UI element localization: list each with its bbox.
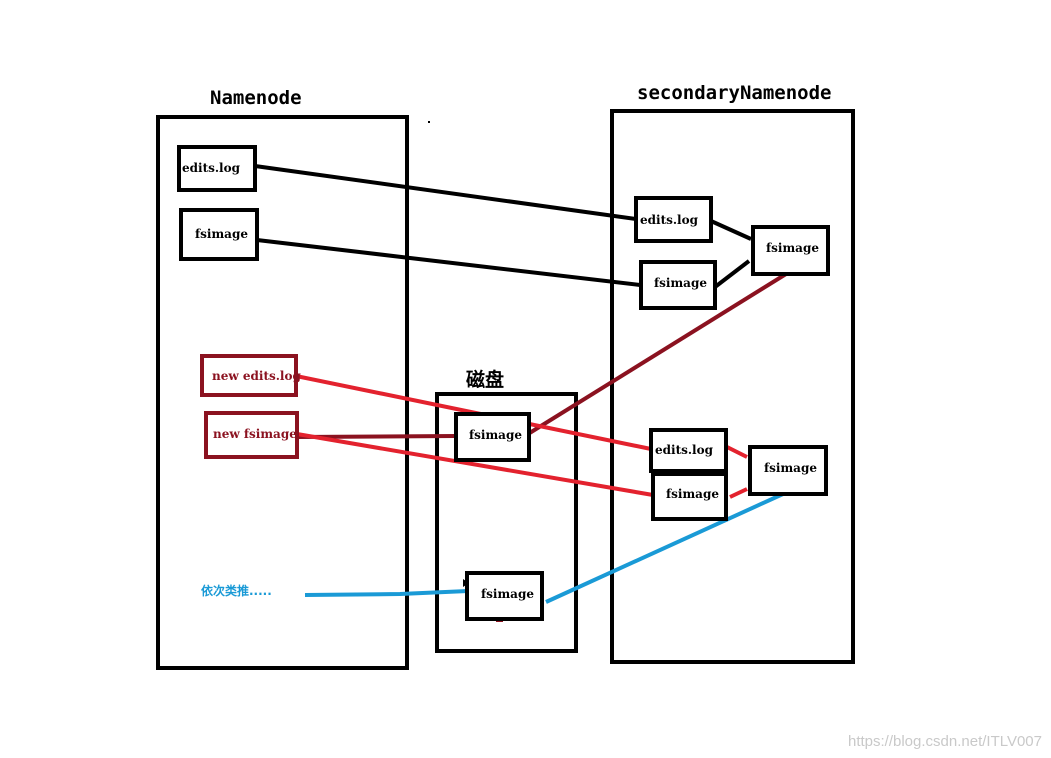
blue-connectors [304, 492, 784, 604]
secondary-merged-fsimage-top-box: fsimage [751, 225, 830, 276]
secondary-merged-fsimage-bottom-label: fsimage [764, 461, 817, 475]
secondary-edits-bottom-box: edits.log [649, 428, 728, 473]
namenode-new-edits-label: new edits.log [212, 369, 301, 383]
disk-fsimage-2-box: fsimage [465, 571, 544, 621]
namenode-new-edits-box: new edits.log [200, 354, 301, 397]
secondary-edits-top-box: edits.log [634, 196, 713, 243]
namenode-fsimage-label: fsimage [195, 227, 248, 241]
and-so-on-line [304, 589, 469, 597]
fsimage-to-secondary-line [256, 238, 641, 287]
namenode-edits-label: edits.log [182, 161, 241, 175]
namenode-edits-box: edits.log [177, 145, 257, 192]
edits-to-secondary-line [254, 164, 637, 221]
and-so-on-label: 依次类推..... [201, 583, 272, 598]
secondary-fsimage-top-label: fsimage [654, 276, 707, 290]
secondary-edits-bottom-label: edits.log [655, 443, 714, 457]
disk-fsimage-1-label: fsimage [469, 428, 522, 442]
edits2-merge-line [726, 445, 748, 459]
disk-fsimage-1-box: fsimage [454, 412, 531, 462]
secondary-fsimage-bottom-label: fsimage [666, 487, 719, 501]
stray-dot [428, 121, 430, 123]
disk-title: 磁盘 [466, 368, 504, 391]
new-fsimage-to-secondary-line [296, 432, 654, 497]
secondary-merged-fsimage-top-label: fsimage [766, 241, 819, 255]
merged-fsimage-to-disk-line [526, 272, 788, 436]
disk-fsimage-2-label: fsimage [481, 587, 534, 601]
secondary-edits-top-label: edits.log [640, 213, 699, 227]
edits-merge-line [710, 219, 752, 241]
namenode-container [156, 115, 409, 670]
namenode-title: Namenode [210, 87, 302, 109]
merged-fsimage2-to-disk-line [545, 492, 784, 604]
secondary-merged-fsimage-bottom-box: fsimage [748, 445, 828, 496]
secondary-fsimage-bottom-box: fsimage [651, 472, 728, 521]
disk-container [435, 392, 578, 653]
fsimage-merge-line [713, 259, 751, 289]
black-connectors [254, 164, 752, 289]
secondary-fsimage-top-box: fsimage [639, 260, 717, 310]
namenode-new-fsimage-label: new fsimage [213, 427, 297, 441]
fsimage2-merge-line [729, 487, 748, 499]
small-arrow-mark [463, 579, 469, 587]
secondary-namenode-container [610, 109, 855, 664]
namenode-fsimage-box: fsimage [179, 208, 259, 261]
secondary-namenode-title: secondaryNamenode [637, 82, 831, 104]
namenode-new-fsimage-box: new fsimage [204, 411, 299, 459]
watermark: https://blog.csdn.net/ITLV007 [848, 733, 1042, 750]
